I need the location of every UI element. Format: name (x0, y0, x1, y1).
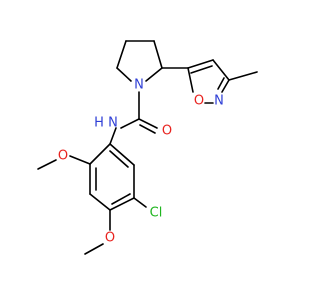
bond (217, 77, 225, 90)
bond (109, 197, 135, 211)
atom-o-methoxy-bottom: O (105, 231, 115, 246)
atom-o-isoxazole: O (194, 94, 204, 109)
bond (228, 71, 258, 81)
molecule-structure: N H N O O N O O Cl (37, 40, 258, 255)
bond (111, 193, 131, 205)
bond (69, 155, 91, 165)
bond (37, 159, 57, 170)
benzene-ring (89, 143, 135, 211)
bond (109, 127, 117, 145)
atom-chlorine: Cl (150, 206, 163, 221)
bond (109, 143, 135, 166)
atom-o-methoxy-top: O (58, 149, 68, 164)
bond (145, 67, 163, 82)
bond (89, 143, 111, 165)
atom-n-isoxazole: N (214, 94, 224, 109)
isoxazole-ring (161, 59, 258, 104)
bond (89, 193, 111, 211)
atom-h-amide: H (94, 116, 104, 131)
atom-n-pyrrolidine: N (134, 78, 144, 93)
pyrrolidine-ring (116, 40, 163, 82)
bond (116, 40, 127, 69)
bond (84, 243, 104, 255)
atom-n-amide: N (108, 116, 118, 131)
bond (190, 65, 213, 74)
bond (133, 197, 147, 208)
bond (187, 67, 194, 93)
atom-o-carbonyl: O (162, 124, 172, 139)
bond (187, 59, 214, 69)
bond (109, 150, 129, 168)
bond (221, 79, 230, 93)
bond (138, 118, 158, 129)
bond (153, 40, 163, 69)
bond (120, 118, 140, 129)
bond (212, 59, 230, 81)
bond (139, 124, 156, 134)
bond (116, 67, 132, 82)
